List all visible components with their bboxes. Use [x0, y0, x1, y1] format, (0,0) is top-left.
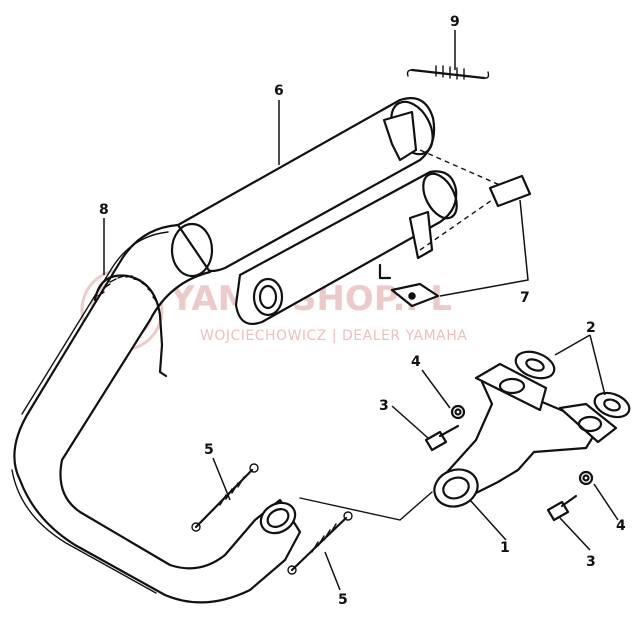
assembly-lines: [299, 149, 503, 521]
spring-5-upper: [191, 463, 259, 532]
callout-5-lower: 5: [338, 592, 348, 608]
callout-3-lower: 3: [586, 554, 596, 570]
leader-lines: [103, 30, 619, 591]
callout-2: 2: [586, 320, 596, 336]
callout-4-lower: 4: [616, 518, 626, 534]
callout-9: 9: [450, 14, 460, 30]
callout-6: 6: [274, 83, 284, 99]
muffler-brackets: [382, 110, 440, 308]
exhaust-pipe: [11, 222, 302, 604]
callout-8: 8: [99, 202, 109, 218]
callout-5-upper: 5: [204, 442, 214, 458]
callout-labels: 6 8 9 7 2 4 3 5 5 1 4 3: [99, 14, 626, 608]
y-joint: [433, 362, 618, 508]
bolts-and-nuts: [424, 404, 594, 522]
callout-4-upper: 4: [411, 354, 421, 370]
spring-8: [93, 274, 168, 378]
spring-5-lower: [287, 511, 353, 575]
callout-7: 7: [520, 290, 530, 306]
watermark-sub-text: WOJCIECHOWICZ | DEALER YAMAHA: [200, 328, 467, 344]
rubber-damper: [488, 174, 532, 208]
gaskets: [514, 350, 631, 419]
spring-9: [406, 65, 490, 80]
callout-1: 1: [500, 540, 510, 556]
callout-3-upper: 3: [379, 398, 389, 414]
